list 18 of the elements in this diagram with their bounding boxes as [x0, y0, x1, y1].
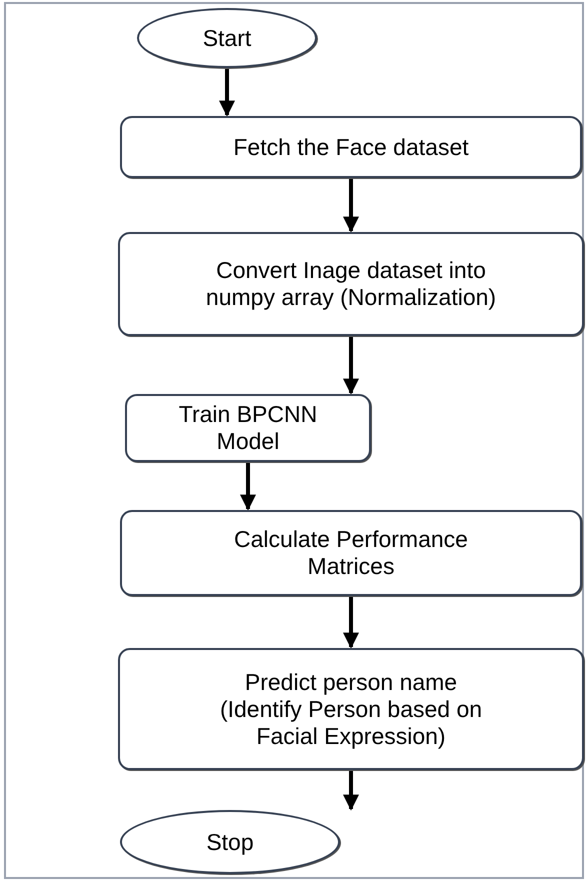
process-box [120, 510, 582, 596]
process-box [120, 116, 582, 178]
arrow [343, 337, 359, 395]
arrow [343, 179, 359, 233]
node-label: Calculate Performance Matrices [233, 526, 469, 580]
node-label: Convert Inage dataset into numpy array (Normalization) [204, 257, 498, 311]
process-box [118, 648, 584, 770]
node-label: Train BPCNN Model [178, 401, 318, 455]
arrow [219, 69, 235, 117]
process-box [118, 232, 584, 336]
arrow [240, 463, 256, 511]
node-label: Predict person name (Identify Person based on Facial Expression) [218, 668, 484, 750]
arrow [343, 771, 359, 811]
process-box [125, 394, 371, 462]
node-label: Stop [206, 828, 254, 856]
node-label: Start [202, 24, 252, 52]
arrow [343, 597, 359, 649]
node-label: Fetch the Face dataset [233, 134, 469, 160]
